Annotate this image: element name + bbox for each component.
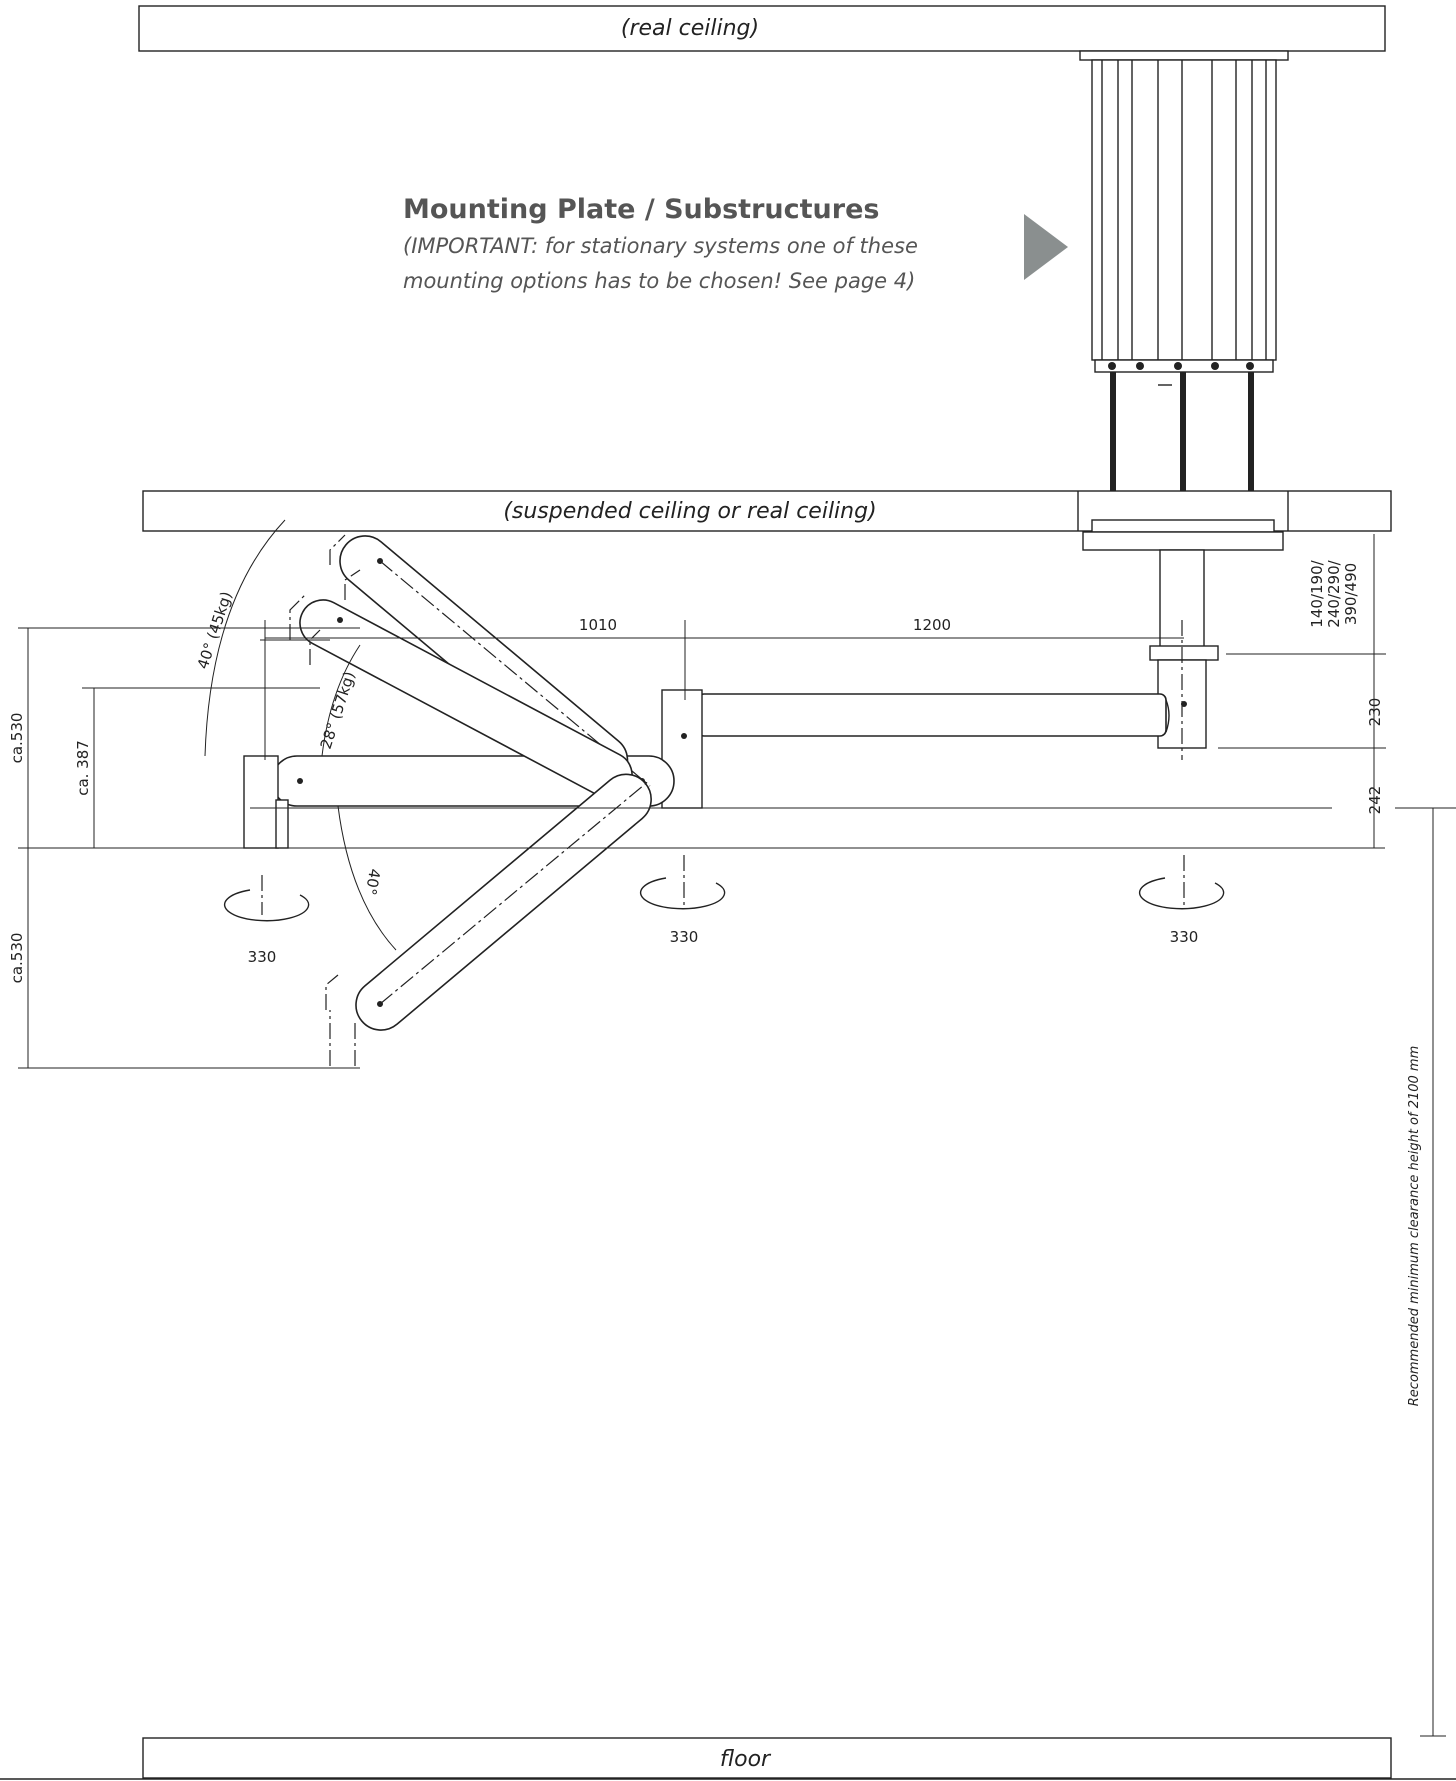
mounting-substructure — [1079, 50, 1289, 520]
dim-230: 230 — [1366, 698, 1384, 727]
dim-ca387: ca. 387 — [74, 740, 92, 796]
dim-242: 242 — [1366, 786, 1384, 815]
dim-ca530-top: ca.530 — [8, 713, 26, 764]
angle-40-down: 40° — [361, 867, 383, 896]
rotation-middle-icon: 330 — [639, 855, 726, 946]
drop-line-1: 140/190/ — [1308, 559, 1326, 627]
note-line-1: (IMPORTANT: for stationary systems one o… — [403, 234, 918, 258]
note-line-2: mounting options has to be chosen! See p… — [403, 269, 915, 293]
mounting-plate-note: Mounting Plate / Substructures (IMPORTAN… — [403, 194, 918, 293]
clearance-dimension: Recommended minimum clearance height of … — [1407, 808, 1446, 1737]
arc-40-down — [337, 805, 397, 951]
pointer-arrow-icon — [1024, 214, 1068, 280]
clearance-label: Recommended minimum clearance height of … — [1407, 1046, 1422, 1406]
suspended-ceiling-label: (suspended ceiling or real ceiling) — [503, 499, 876, 524]
drop-line-3: 390/490 — [1342, 563, 1360, 625]
rotation-right-icon: 330 — [1138, 855, 1225, 946]
dim-1010: 1010 — [579, 616, 617, 634]
floor: floor — [0, 1737, 1456, 1780]
real-ceiling: (real ceiling) — [138, 5, 1386, 52]
rotation-left-icon: 330 — [223, 875, 310, 966]
dim-1200: 1200 — [913, 616, 951, 634]
ceiling-plate-and-column — [1082, 519, 1284, 760]
rotation-right-value: 330 — [1170, 928, 1199, 946]
drop-line-2: 240/290/ — [1325, 559, 1343, 627]
floor-label: floor — [720, 1747, 772, 1772]
angle-40-45kg: 40° (45kg) — [194, 589, 236, 671]
angle-28-57kg: 28° (57kg) — [317, 669, 359, 751]
arc-28-up — [321, 644, 361, 757]
arc-40-up — [204, 519, 286, 757]
heading-title: Mounting Plate / Substructures — [403, 194, 879, 225]
arm-1200 — [661, 689, 1170, 809]
real-ceiling-label: (real ceiling) — [621, 16, 759, 41]
rotation-left-value: 330 — [248, 948, 277, 966]
arm-lowered-40 — [325, 773, 652, 1066]
rotation-middle-value: 330 — [670, 928, 699, 946]
dim-ca530-bottom: ca.530 — [8, 933, 26, 984]
